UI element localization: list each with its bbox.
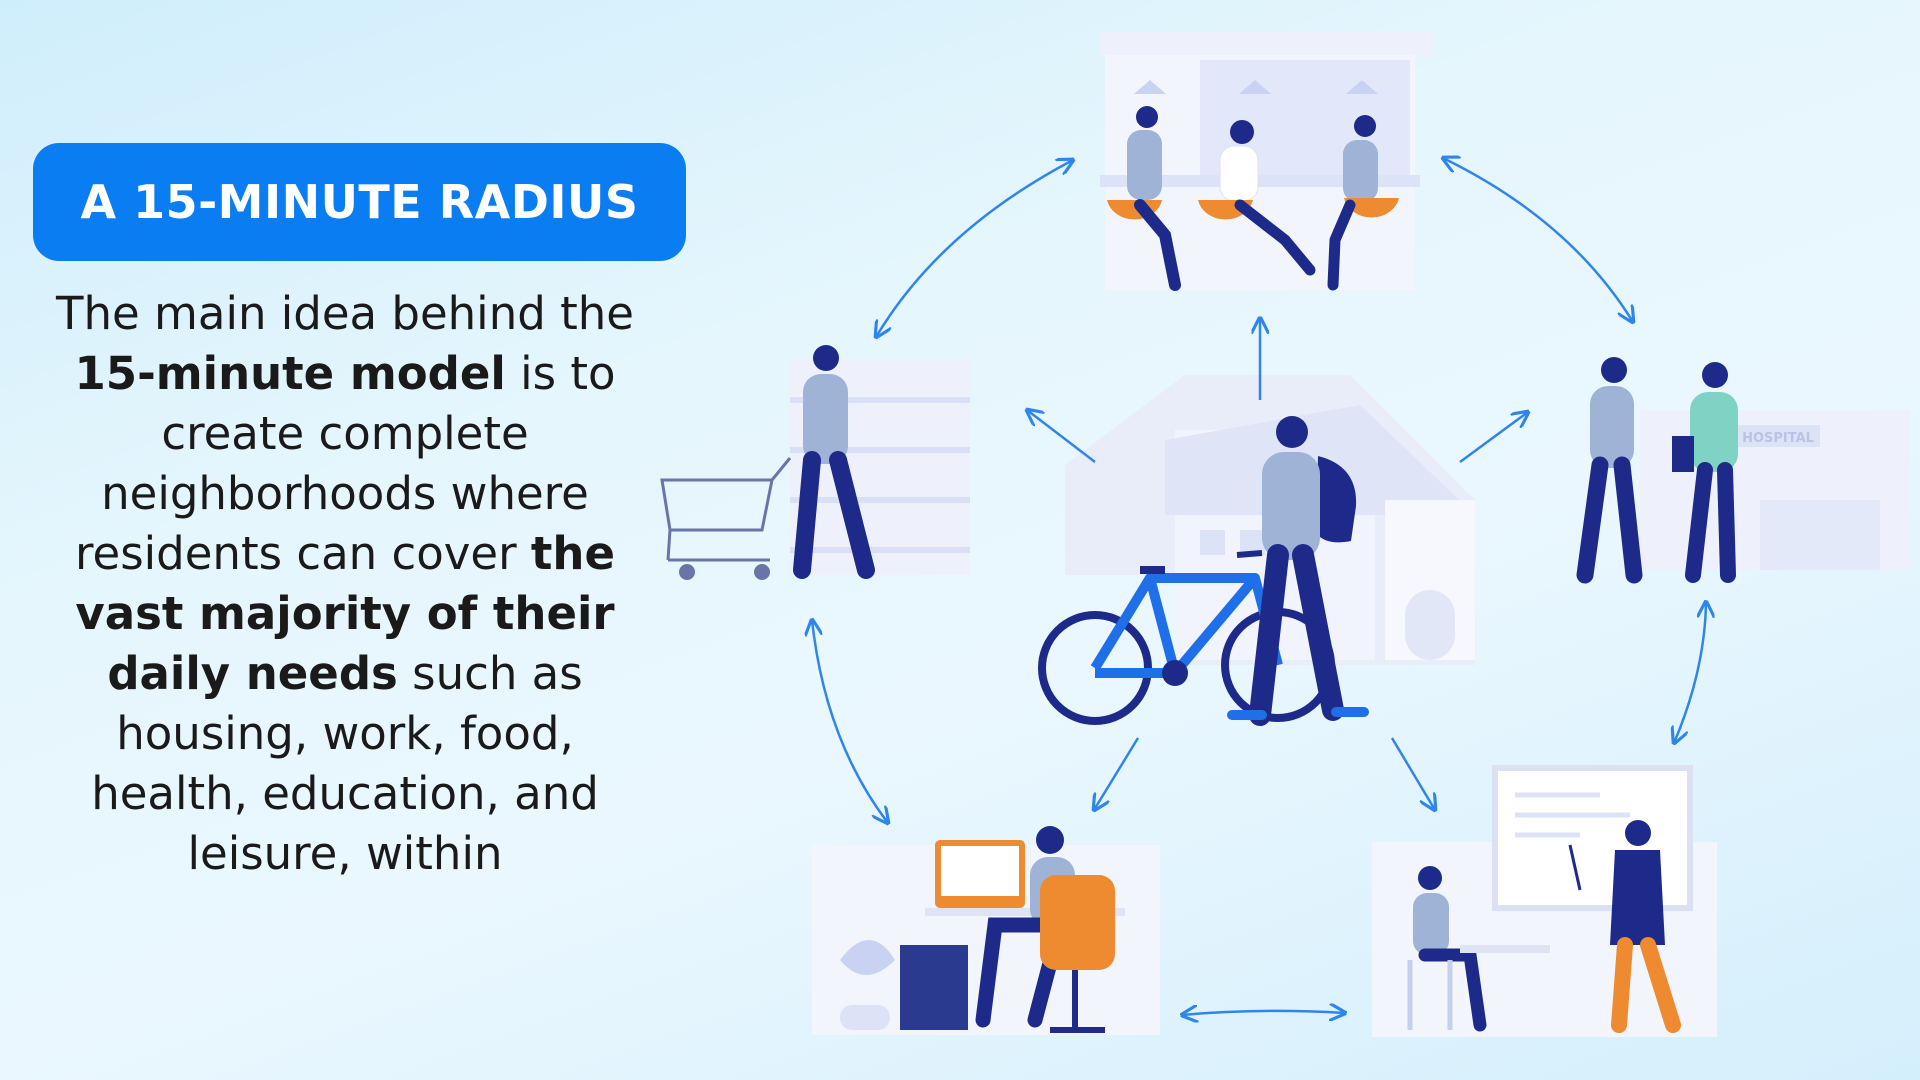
arrow-center-to-right	[1459, 412, 1528, 464]
cyclist-person	[1227, 416, 1369, 726]
title-banner: A 15-MINUTE RADIUS	[33, 143, 686, 261]
description-part-1: The main idea behind the	[56, 287, 634, 340]
shopping-cart-icon	[660, 457, 792, 580]
arrow-left-bottom-left	[812, 620, 888, 823]
patient-person	[1576, 357, 1643, 584]
description-part-2: is to create complete neighborhoods wher…	[75, 347, 616, 580]
doctor-person	[1672, 362, 1738, 583]
arrow-bottom	[1182, 1011, 1345, 1015]
title-text: A 15-MINUTE RADIUS	[80, 175, 639, 229]
teacher-person	[1568, 820, 1681, 1033]
cafe-scene	[1100, 32, 1434, 291]
shopper-person	[793, 345, 875, 579]
grocery-scene	[660, 345, 970, 580]
cafe-person-2	[1198, 120, 1316, 276]
office-scene	[812, 826, 1160, 1035]
description-part-3: such as housing, work, food, health, edu…	[91, 647, 599, 880]
connection-arrows	[812, 158, 1706, 1015]
arrow-right-bottom-right	[1674, 602, 1706, 743]
home-bicycle-scene	[1038, 375, 1475, 726]
cafe-person-3	[1327, 115, 1399, 291]
description-text: The main idea behind the 15-minute model…	[40, 284, 650, 884]
description-bold-2: the vast majority of their daily needs	[75, 527, 615, 700]
classroom-scene	[1372, 765, 1717, 1037]
student-person	[1413, 866, 1487, 1032]
arrow-top-right	[1443, 158, 1633, 322]
hospital-sign: HOSPITAL	[1742, 431, 1814, 446]
hospital-scene: HOSPITAL	[1576, 357, 1910, 584]
arrow-center-to-bottom-right	[1390, 737, 1435, 810]
cafe-person-1	[1107, 106, 1181, 291]
arrow-left-top	[876, 160, 1073, 337]
arrow-center-to-left	[1027, 410, 1096, 463]
description-bold-1: 15-minute model	[74, 347, 506, 400]
arrow-center-to-bottom-left	[1094, 737, 1140, 810]
